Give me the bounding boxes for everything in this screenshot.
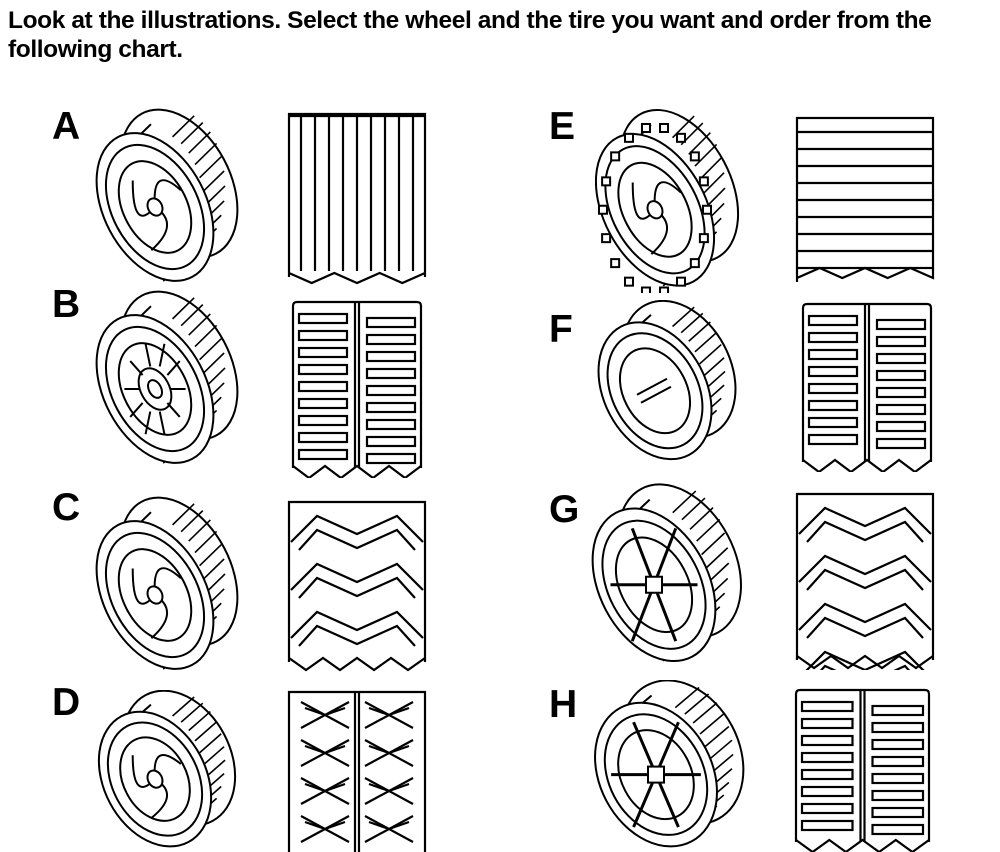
option-letter-b: B: [52, 283, 81, 326]
option-letter-e: E: [549, 105, 576, 148]
tire-wheel-h-icon: [590, 680, 755, 852]
tire-wheel-g-icon: [590, 483, 750, 668]
option-letter-d: D: [52, 681, 81, 724]
instructions-heading: Look at the illustrations. Select the wh…: [8, 7, 932, 63]
tread-pattern-f-icon: [797, 302, 937, 472]
option-letter-a: A: [52, 105, 81, 148]
option-letter-g: G: [549, 488, 580, 531]
tread-pattern-g-icon: [795, 492, 935, 670]
tread-pattern-e-icon: [795, 116, 935, 288]
tire-wheel-f-icon: [595, 300, 745, 465]
tire-wheel-d-icon: [95, 690, 245, 852]
option-letter-c: C: [52, 486, 81, 529]
tread-pattern-b-icon: [287, 300, 427, 478]
tread-pattern-c-icon: [287, 500, 427, 672]
option-letter-h: H: [549, 683, 578, 726]
tire-wheel-e-icon: [595, 108, 745, 293]
tread-pattern-a-icon: [287, 112, 427, 287]
tire-wheel-c-icon: [95, 496, 245, 676]
option-letter-f: F: [549, 308, 573, 351]
tread-pattern-d-icon: [287, 690, 427, 852]
tread-pattern-h-icon: [790, 688, 935, 852]
tire-wheel-b-icon: [95, 290, 245, 470]
tire-wheel-a-icon: [95, 108, 245, 288]
